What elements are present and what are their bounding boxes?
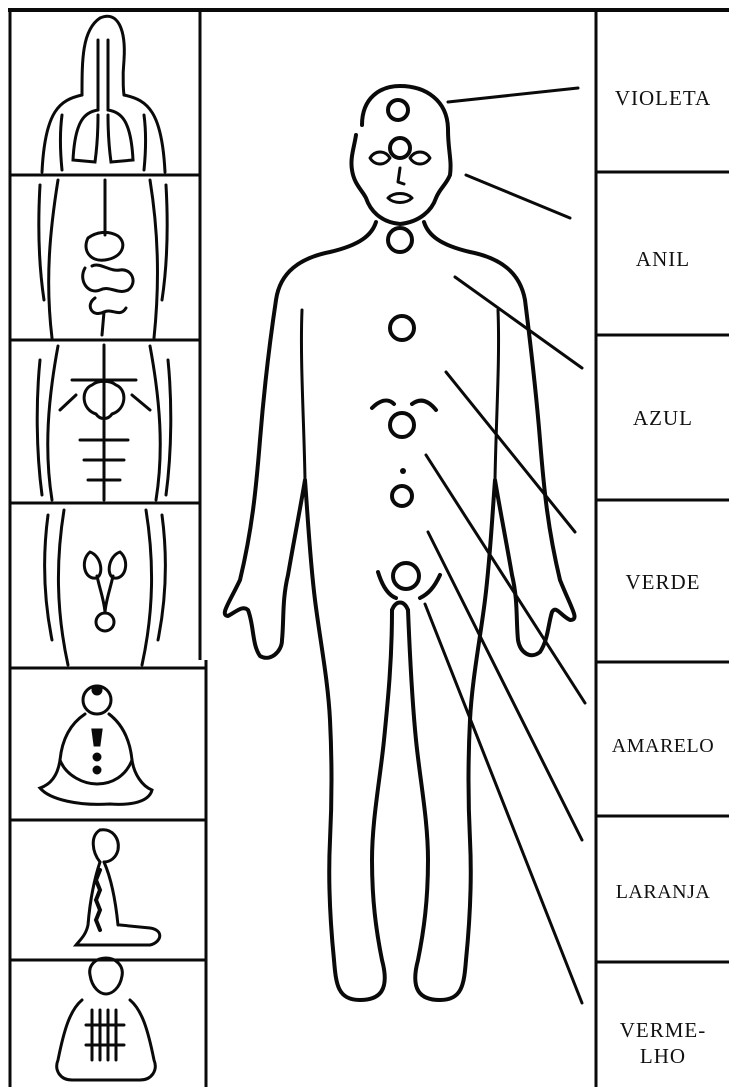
chakra-point-third-eye <box>390 138 410 158</box>
chakra-point-throat <box>388 228 412 252</box>
chakra-point-sacral <box>392 486 412 506</box>
digestive-system-illustration <box>39 180 167 338</box>
label-vermelho: VERME- LHO <box>597 1017 729 1069</box>
meditation-chakra-points-illustration <box>40 686 152 804</box>
label-violeta: VIOLETA <box>597 85 729 111</box>
label-vermelho-line-2: LHO <box>597 1043 729 1069</box>
chakra-point-crown <box>388 100 408 120</box>
chakra-point-solar <box>390 413 414 437</box>
meditation-back-muscles-illustration <box>57 958 155 1080</box>
meditation-spine-side-illustration <box>76 830 160 945</box>
navel-dot <box>400 468 406 474</box>
circulatory-system-illustration <box>37 345 171 500</box>
label-verde: VERDE <box>597 569 729 595</box>
chakra-points <box>388 100 419 589</box>
urinary-system-illustration <box>45 510 166 665</box>
label-azul: AZUL <box>597 405 729 431</box>
grid-frame <box>8 10 729 1087</box>
respiratory-system-illustration <box>42 16 165 172</box>
label-amarelo: AMARELO <box>597 733 729 759</box>
chakra-point-heart <box>390 316 414 340</box>
human-body-outline <box>225 86 575 1000</box>
label-vermelho-line-1: VERME- <box>597 1017 729 1043</box>
label-anil: ANIL <box>597 246 729 272</box>
chakra-point-root <box>393 563 419 589</box>
label-laranja: LARANJA <box>597 879 729 905</box>
